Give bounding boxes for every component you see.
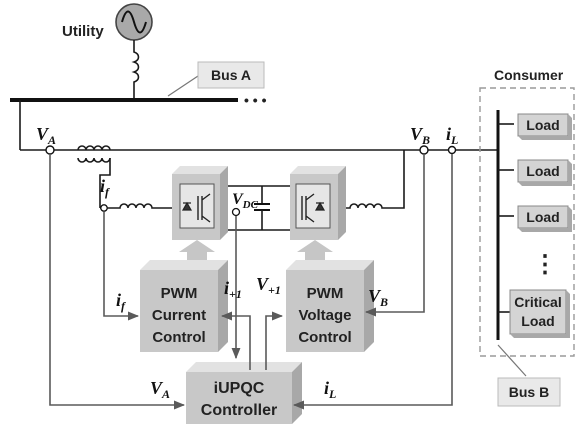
shunt-converter <box>290 166 346 240</box>
va-sense-point <box>45 145 55 155</box>
vb-top-label: VB <box>410 124 430 147</box>
dc-link <box>228 185 290 231</box>
critical-load: Critical Load <box>498 289 570 338</box>
load-1: Load <box>498 113 572 140</box>
if-top-label: if <box>100 176 110 199</box>
critical-load-label-2: Load <box>521 313 554 329</box>
il-bottom-label: iL <box>324 378 336 401</box>
if-signal <box>103 212 140 321</box>
bus-a-label: Bus A <box>211 67 251 83</box>
load-2: Load <box>498 159 572 186</box>
controller-line2: Controller <box>201 402 277 419</box>
pwm-current-line3: Control <box>152 329 205 346</box>
vb-right-label: VB <box>368 286 388 309</box>
v-plus1-signal <box>265 311 284 370</box>
diode-icon <box>314 201 326 211</box>
if-left-label: if <box>116 290 126 313</box>
il-signal <box>292 154 453 410</box>
series-converter <box>172 166 228 240</box>
consumer-boundary <box>479 87 575 357</box>
series-inductor <box>100 203 176 209</box>
pwm-current-line2: Current <box>152 307 206 324</box>
utility-label: Utility <box>62 23 104 40</box>
pwm-current-control-block: PWM Current Control <box>140 260 228 352</box>
sine-icon <box>121 10 147 34</box>
load-label-1: Load <box>526 117 559 133</box>
utility-transformer-coil <box>131 40 140 100</box>
bus-b-label: Bus B <box>509 384 549 400</box>
il-sense-point <box>447 145 457 155</box>
pwm-current-line1: PWM <box>161 285 198 302</box>
utility-source <box>115 3 153 41</box>
iupqc-controller-block: iUPQC Controller <box>186 362 302 424</box>
i-plus1-signal <box>220 311 251 370</box>
vdc-label: VDC <box>232 191 259 211</box>
bus-a-dots: • • • <box>244 92 267 108</box>
load-3: Load <box>498 205 572 232</box>
load-label-2: Load <box>526 163 559 179</box>
consumer-label: Consumer <box>494 67 564 83</box>
i-plus1-label: i+1 <box>224 278 242 301</box>
diode-icon <box>181 201 193 211</box>
bus-a-callout: Bus A <box>167 61 265 97</box>
va-top-label: VA <box>36 124 56 147</box>
pwm-voltage-line2: Voltage <box>298 307 351 324</box>
va-bottom-label: VA <box>150 378 170 401</box>
controller-line1: iUPQC <box>214 380 265 397</box>
pwm-voltage-line3: Control <box>298 329 351 346</box>
igbt-icon <box>301 193 315 223</box>
series-transformer <box>77 145 111 208</box>
va-signal <box>49 154 186 410</box>
pwm-voltage-control-block: PWM Voltage Control <box>286 260 374 352</box>
critical-load-label-1: Critical <box>514 294 561 310</box>
il-top-label: iL <box>446 124 458 147</box>
vb-sense-point <box>419 145 429 155</box>
gate-arrow-1 <box>179 240 215 262</box>
shunt-inductor <box>338 150 405 209</box>
pwm-voltage-line1: PWM <box>307 285 344 302</box>
load-label-3: Load <box>526 209 559 225</box>
vb-signal <box>364 154 425 317</box>
load-ellipsis: ⋮ <box>533 251 557 278</box>
gate-arrow-2 <box>297 240 333 262</box>
igbt-icon <box>197 193 211 223</box>
if-sense-point <box>100 204 108 212</box>
v-plus1-label: V+1 <box>256 274 281 297</box>
bus-b-callout: Bus B <box>497 344 561 407</box>
